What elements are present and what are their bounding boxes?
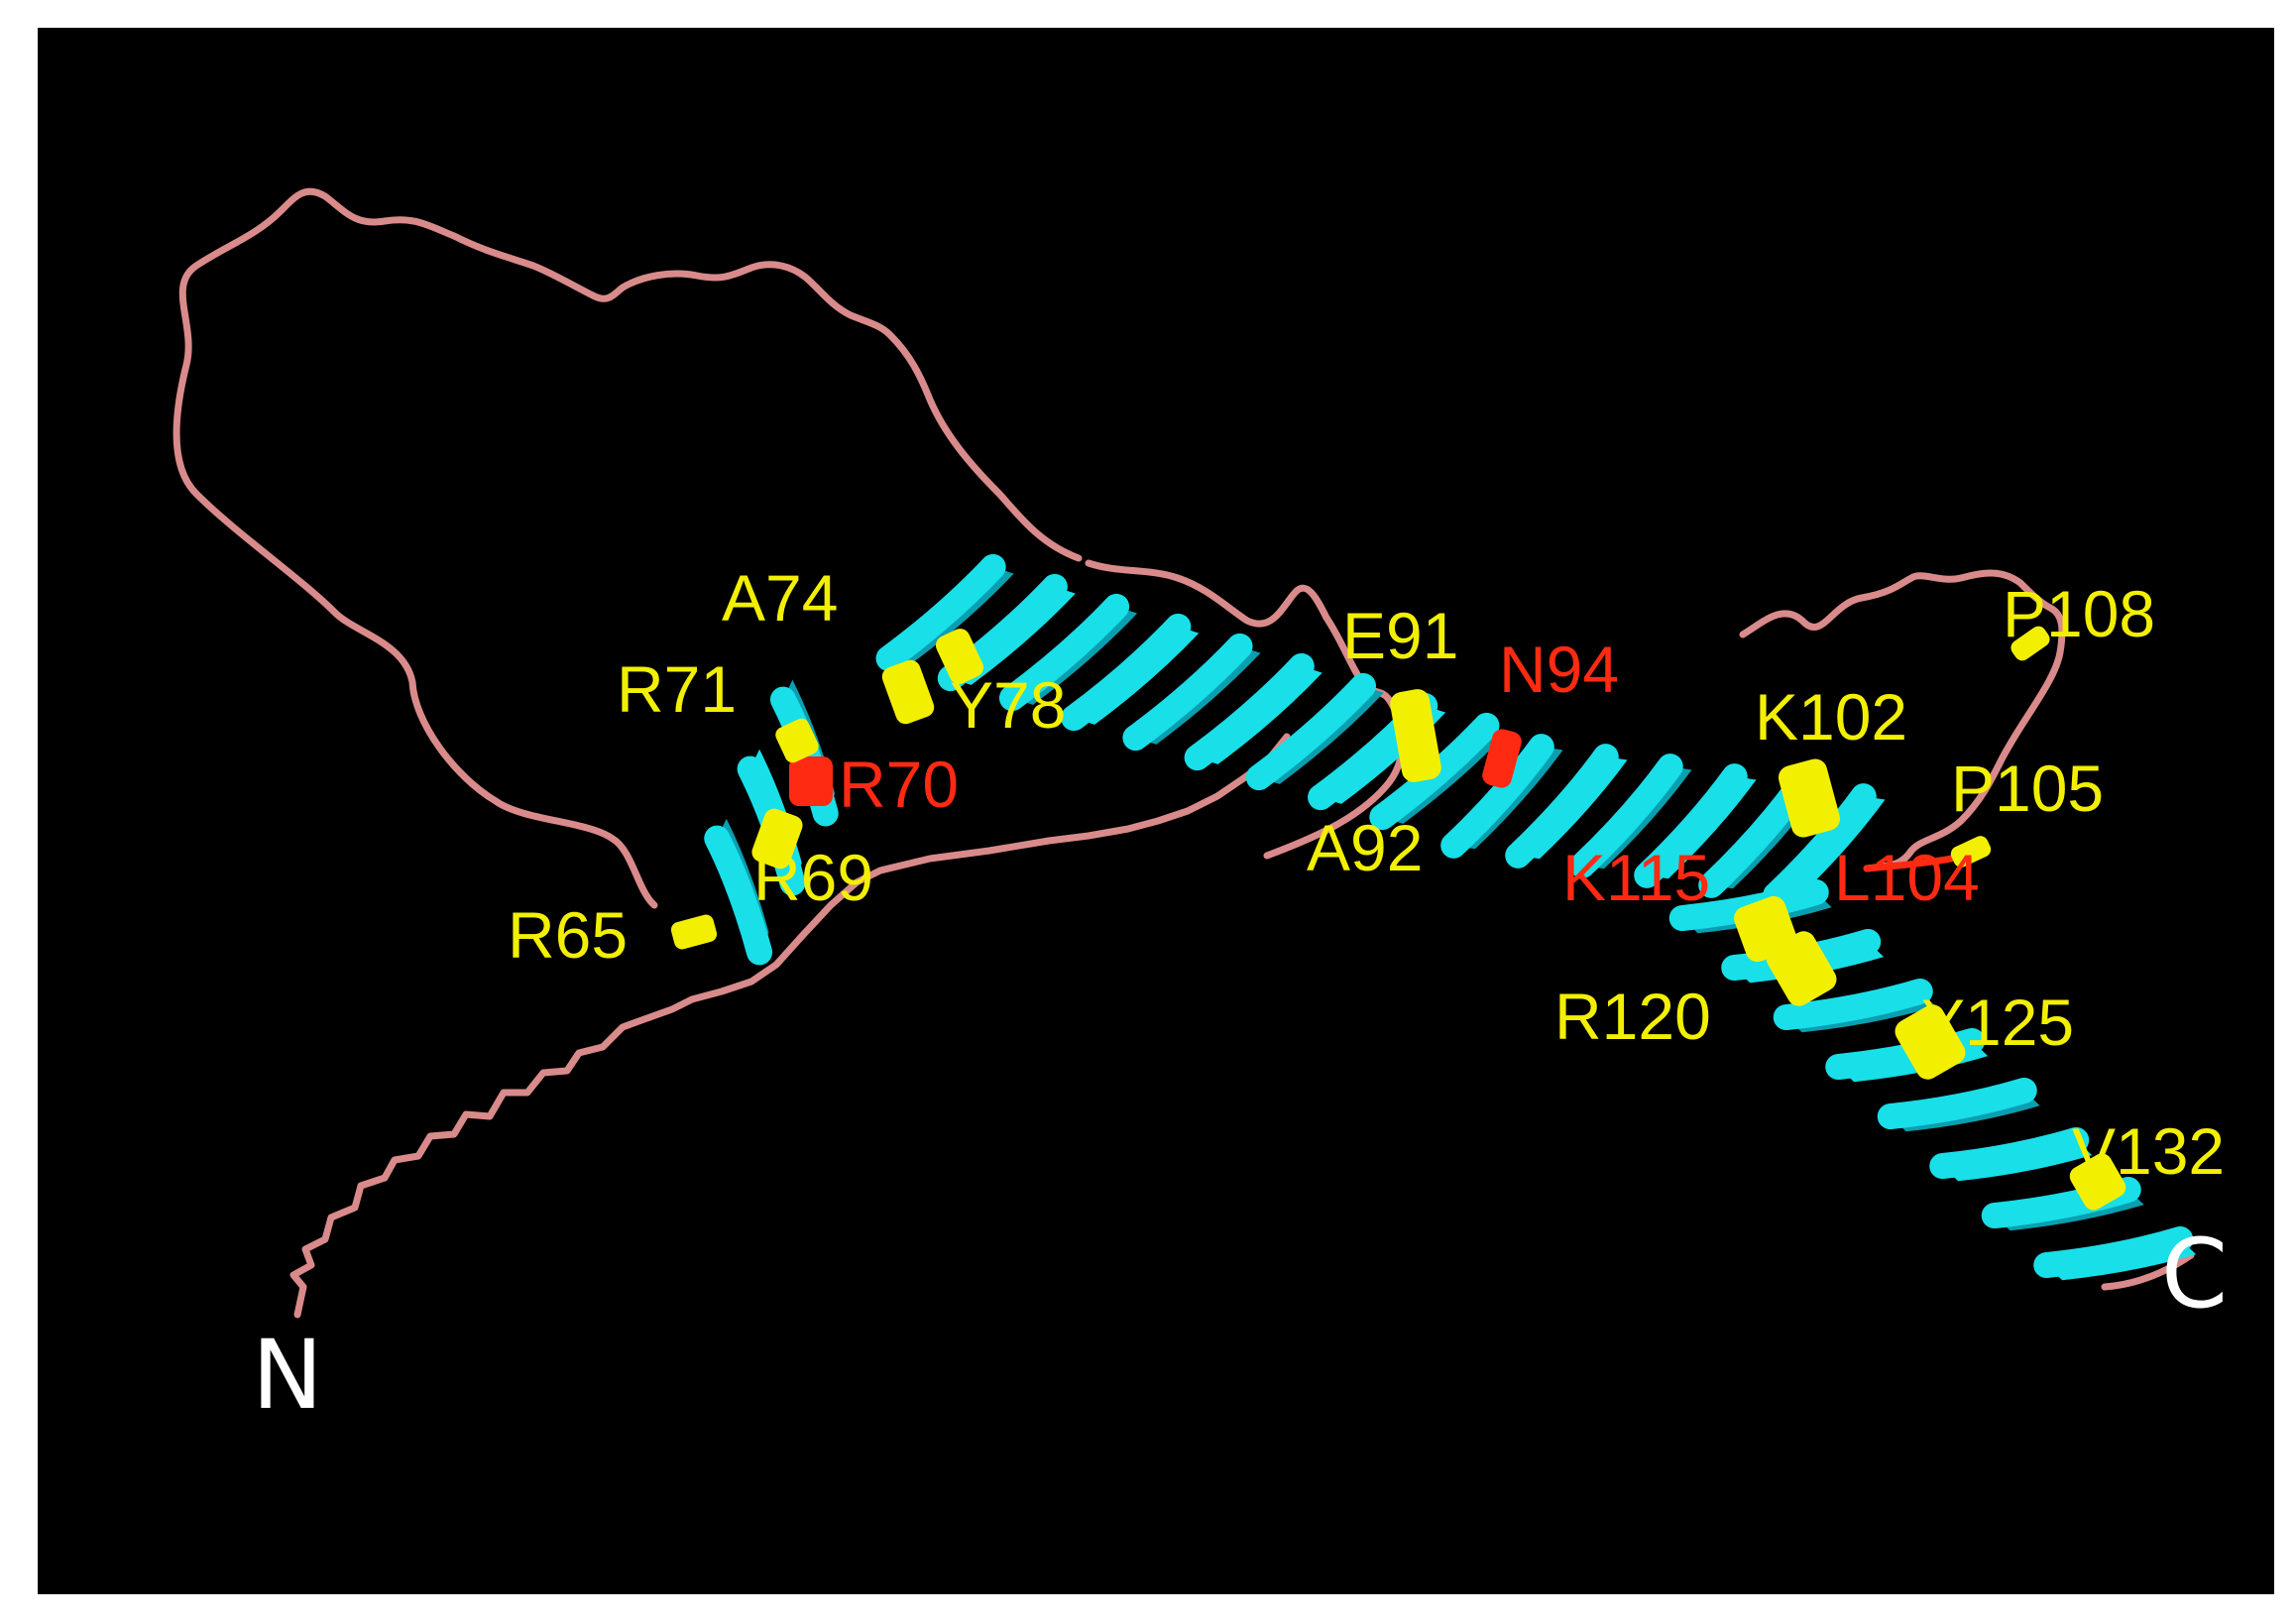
helix-ribbon (704, 825, 773, 966)
helix-ribbon (1505, 744, 1619, 869)
coil-n-tail (289, 733, 1291, 1319)
patch-r65 (670, 914, 718, 950)
label-e91: E91 (1342, 599, 1458, 672)
label-y78: Y78 (950, 668, 1066, 742)
helix-ribbon (998, 593, 1130, 712)
label-r70: R70 (839, 748, 959, 821)
label-k102: K102 (1755, 680, 1907, 754)
helix-ribbon (1634, 763, 1748, 888)
label-r65: R65 (508, 898, 628, 972)
protein-cartoon: R65 R69 R70 R71 A74 Y78 E91 A92 N94 K102… (172, 187, 2228, 1431)
patch-r70 (789, 756, 833, 806)
patch-r120 (1766, 931, 1837, 1006)
label-r71: R71 (617, 652, 737, 726)
helix-ribbon (875, 553, 1006, 672)
label-r120: R120 (1554, 980, 1711, 1053)
n-terminus-label: N (252, 1320, 323, 1431)
helix-ribbon (1122, 633, 1253, 752)
patch-n94 (1482, 729, 1522, 788)
patch-r69 (751, 808, 803, 869)
helix-group (704, 553, 2197, 1281)
highlight-group (670, 626, 2126, 1211)
coil-right-loop (1739, 569, 2066, 872)
patch-k102 (1778, 758, 1841, 838)
structure-viewport: R65 R69 R70 R71 A74 Y78 E91 A92 N94 K102… (38, 28, 2274, 1594)
c-terminus-label: C (2161, 1218, 2228, 1330)
helix-ribbon (2033, 1225, 2194, 1279)
label-p105: P105 (1951, 752, 2104, 825)
helix-ribbon (1877, 1077, 2037, 1130)
label-p108: P108 (2003, 577, 2155, 650)
patch-e91 (1390, 689, 1441, 782)
label-y125: Y125 (1921, 985, 2074, 1059)
coil-left-loop (172, 187, 1083, 909)
helix-ribbon (1763, 783, 1877, 908)
helix-ribbon (1440, 734, 1554, 859)
label-v132: V132 (2072, 1114, 2225, 1188)
helix-ribbon (1245, 672, 1377, 791)
patch-a74 (881, 659, 935, 725)
patch-y125 (1894, 1004, 1966, 1080)
residue-labels: R65 R69 R70 R71 A74 Y78 E91 A92 N94 K102… (508, 561, 2225, 1188)
helix-ribbon (1184, 652, 1315, 771)
patch-p108 (2010, 626, 2050, 661)
patch-r71 (775, 718, 819, 763)
coil-l104-link (1863, 855, 1955, 872)
patch-p105 (1950, 836, 1992, 868)
label-k115: K115 (1562, 841, 1710, 914)
helix-ribbon (1569, 754, 1683, 878)
coil-group (172, 187, 2195, 1319)
patch-v132 (2069, 1153, 2126, 1211)
coil-c-tail (2101, 1251, 2195, 1291)
label-r69: R69 (753, 841, 873, 914)
patch-y78 (935, 629, 984, 684)
label-n94: N94 (1499, 633, 1619, 706)
coil-cross-loop (1085, 559, 1406, 860)
label-l104: L104 (1834, 841, 1980, 914)
helix-ribbon (1773, 978, 1933, 1031)
helix-ribbon (1929, 1126, 2090, 1180)
label-a74: A74 (722, 561, 838, 635)
helix-ribbon (1061, 613, 1192, 732)
label-a92: A92 (1307, 811, 1423, 884)
